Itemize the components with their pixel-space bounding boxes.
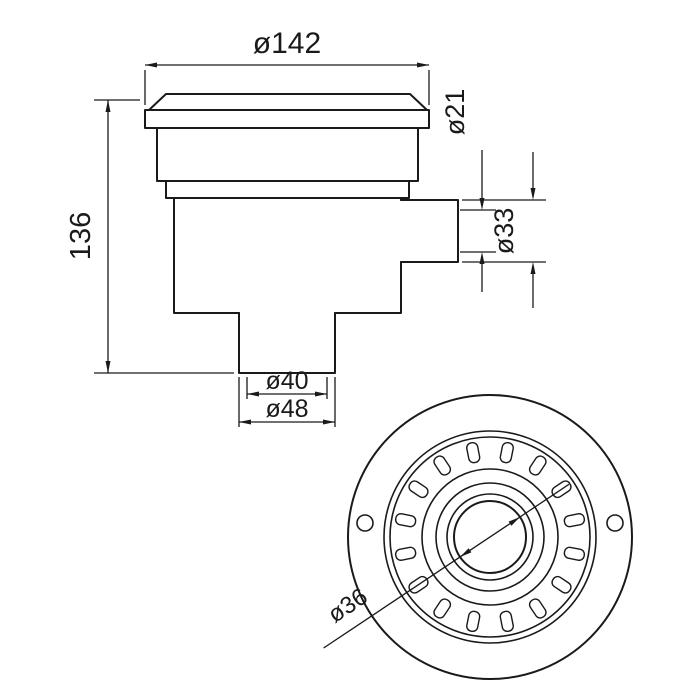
grille-slot: [433, 598, 452, 619]
grille-slot: [499, 441, 514, 464]
side-outlet-pipe-outline: [400, 199, 459, 263]
arrowhead: [530, 262, 536, 274]
arrowhead: [145, 62, 157, 68]
arrowhead: [315, 391, 327, 397]
grille-slot: [394, 546, 417, 561]
arrowhead: [417, 62, 429, 68]
bottom-outlet-pipe-outline: [238, 312, 336, 374]
grille-slot: [466, 610, 481, 633]
dim-label-side-outlet-bore: ø21: [440, 89, 470, 136]
grille-slot: [528, 455, 547, 476]
flange-outline: [144, 109, 430, 129]
plan-view: ø36: [323, 394, 633, 680]
side-elevation-view: [144, 93, 459, 374]
grille-slot: [563, 546, 586, 561]
grille-slot: [408, 480, 429, 499]
grille-slot: [563, 513, 586, 528]
grille-slot: [528, 598, 547, 619]
dimension-overall-height: 136: [65, 99, 234, 374]
arrowhead: [105, 100, 111, 112]
arrowhead: [530, 188, 536, 200]
bore-chamfer-circle: [446, 493, 534, 581]
center-bore-circle: [453, 500, 527, 574]
grille-slot: [551, 575, 572, 594]
grille-slot: [499, 610, 514, 633]
dim-label-center-bore: ø36: [323, 583, 372, 628]
dim-label-bottom-outlet-outer: ø48: [265, 395, 308, 423]
grille-ring-inner-circle: [389, 436, 591, 638]
step-band-outline: [165, 180, 410, 199]
screw-hole-left: [356, 514, 374, 532]
lid-outline: [148, 93, 428, 111]
dim-label-overall-height: 136: [65, 212, 97, 260]
dimension-bottom-outlet-outer: ø48: [238, 377, 336, 427]
arrowhead: [105, 361, 111, 373]
arrowhead: [508, 517, 520, 526]
screw-hole-right: [606, 514, 624, 532]
main-body-outline: [173, 197, 402, 314]
grille-slots: [394, 441, 586, 633]
dim-label-bottom-outlet-bore: ø40: [265, 367, 308, 395]
grille-slot: [466, 441, 481, 464]
arrowhead: [247, 391, 259, 397]
arrowhead: [479, 198, 485, 210]
dimension-side-outlet-outer: ø33: [462, 152, 546, 308]
dimension-overall-diameter: ø142: [144, 27, 430, 105]
grille-ring-outer-circle: [383, 430, 597, 644]
boss-step-circle: [435, 482, 545, 592]
arrowhead: [323, 419, 335, 425]
dim-label-overall-diameter: ø142: [253, 27, 321, 60]
dimension-line: [323, 483, 570, 649]
arrowhead: [460, 548, 472, 557]
upper-body-outline: [156, 127, 419, 182]
outer-rim-circle: [347, 394, 633, 680]
arrowhead: [479, 252, 485, 264]
grille-slot: [433, 455, 452, 476]
dim-label-side-outlet-outer: ø33: [489, 208, 519, 255]
boss-outer-circle: [421, 468, 559, 606]
dimension-side-outlet-bore: ø21: [440, 89, 496, 292]
dimension-center-bore: ø36: [323, 483, 570, 649]
grille-slot: [394, 513, 417, 528]
dimension-bottom-outlet-bore: ø40: [246, 367, 328, 399]
arrowhead: [239, 419, 251, 425]
